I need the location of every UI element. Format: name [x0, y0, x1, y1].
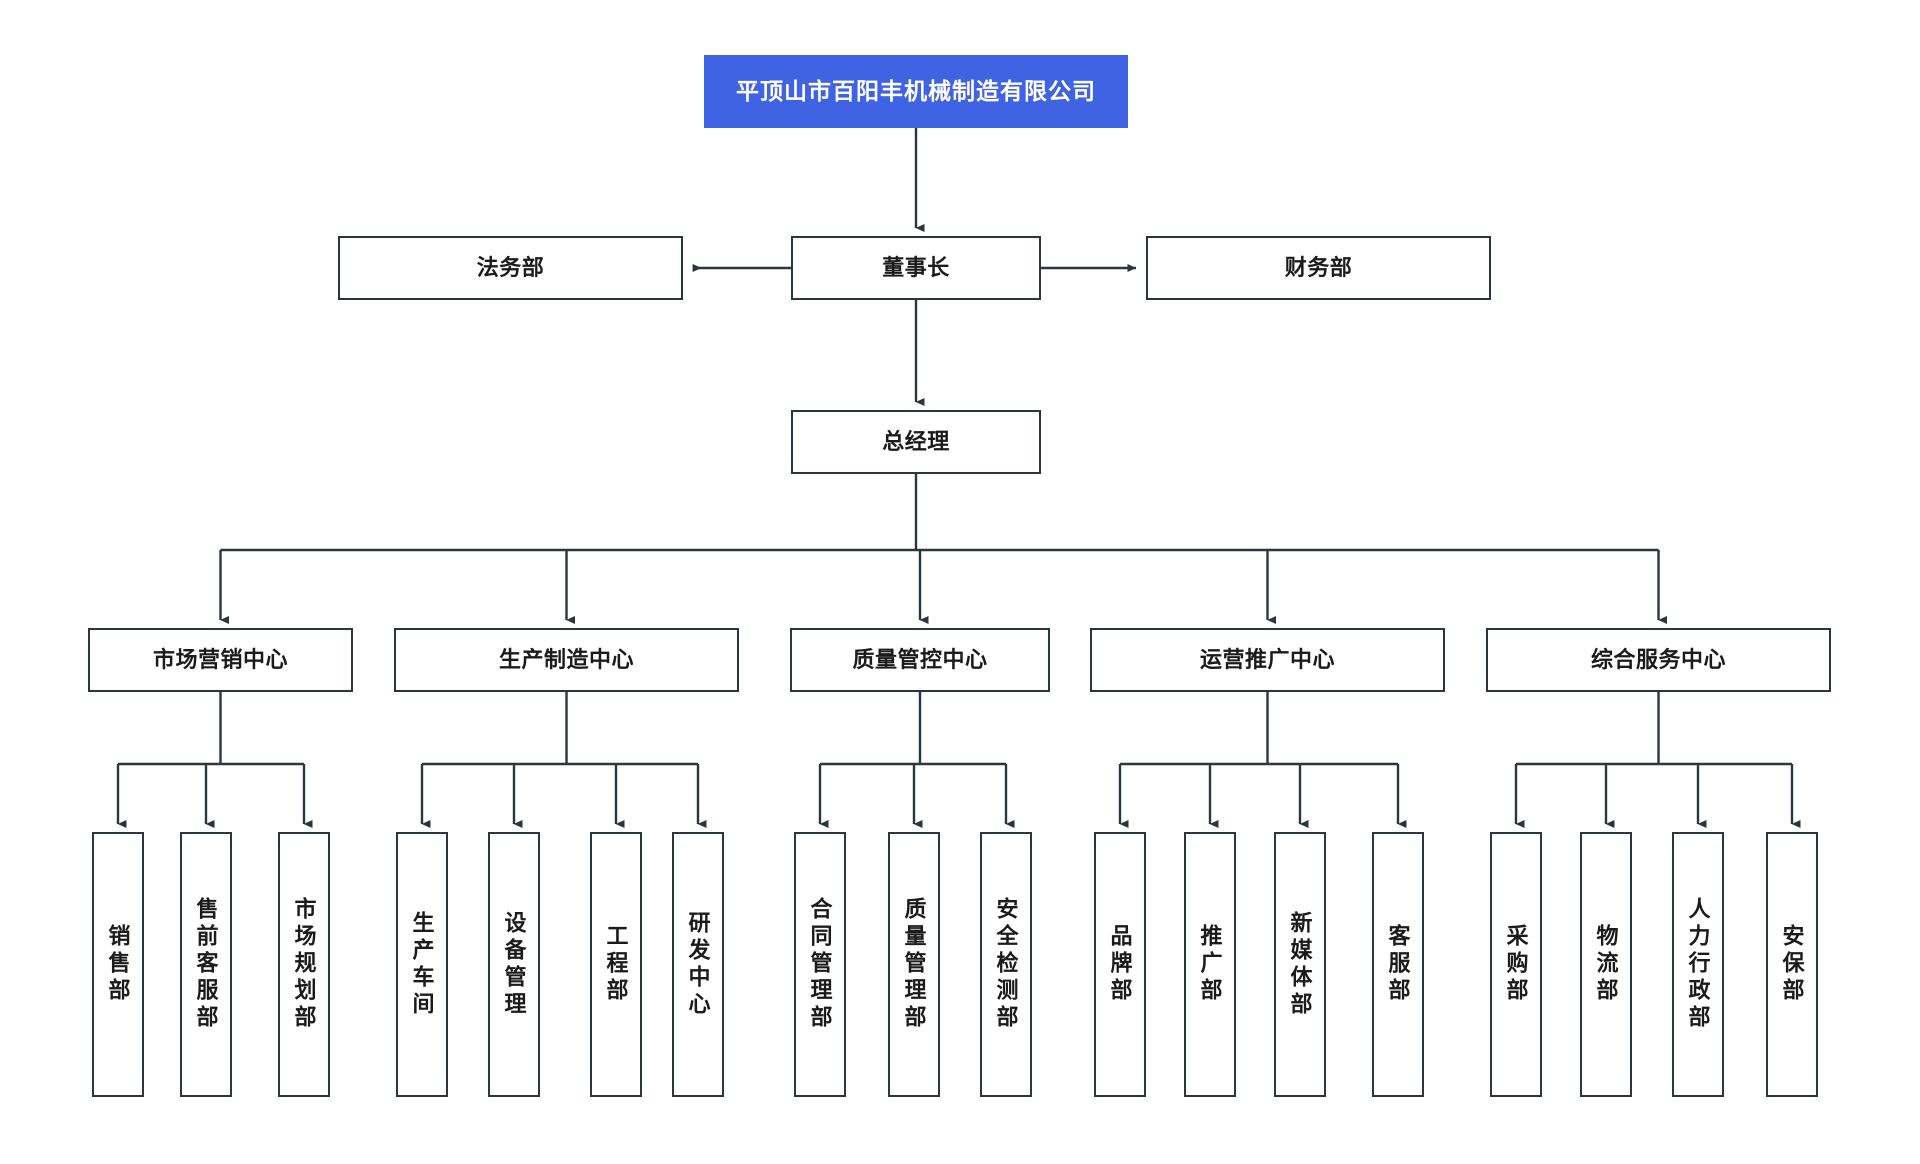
- node-department-5-1[interactable]: 采购部: [1490, 832, 1542, 1097]
- node-label-department: 研发中心: [685, 910, 711, 1019]
- node-department-4-2[interactable]: 推广部: [1184, 832, 1236, 1097]
- node-center-5[interactable]: 综合服务中心: [1486, 628, 1831, 692]
- node-label-legal: 法务部: [476, 255, 545, 281]
- node-department-2-2[interactable]: 设备管理: [488, 832, 540, 1097]
- node-department-4-3[interactable]: 新媒体部: [1274, 832, 1326, 1097]
- node-label-department: 市场规划部: [291, 897, 317, 1032]
- node-label-department: 设备管理: [501, 910, 527, 1019]
- node-label-department: 品牌部: [1107, 924, 1133, 1005]
- node-label-department: 安全检测部: [993, 897, 1019, 1032]
- node-department-5-4[interactable]: 安保部: [1766, 832, 1818, 1097]
- node-department-1-2[interactable]: 售前客服部: [180, 832, 232, 1097]
- node-label-department: 新媒体部: [1287, 910, 1313, 1019]
- node-department-2-3[interactable]: 工程部: [590, 832, 642, 1097]
- node-label-department: 物流部: [1593, 924, 1619, 1005]
- node-label-department: 售前客服部: [193, 897, 219, 1032]
- node-company-root[interactable]: 平顶山市百阳丰机械制造有限公司: [704, 55, 1128, 128]
- node-department-3-3[interactable]: 安全检测部: [980, 832, 1032, 1097]
- node-label-general-manager: 总经理: [882, 429, 950, 455]
- node-chairman[interactable]: 董事长: [791, 236, 1041, 300]
- node-label-company: 平顶山市百阳丰机械制造有限公司: [736, 78, 1096, 105]
- node-department-1-3[interactable]: 市场规划部: [278, 832, 330, 1097]
- node-label-department: 客服部: [1385, 924, 1411, 1005]
- node-label-department: 采购部: [1503, 924, 1529, 1005]
- node-label-department: 生产车间: [409, 910, 435, 1019]
- node-legal-department[interactable]: 法务部: [338, 236, 683, 300]
- node-department-5-3[interactable]: 人力行政部: [1672, 832, 1724, 1097]
- node-label-department: 人力行政部: [1685, 897, 1711, 1032]
- node-finance-department[interactable]: 财务部: [1146, 236, 1491, 300]
- node-center-4[interactable]: 运营推广中心: [1090, 628, 1445, 692]
- node-general-manager[interactable]: 总经理: [791, 410, 1041, 474]
- node-label-center: 市场营销中心: [152, 647, 288, 673]
- node-label-department: 推广部: [1197, 924, 1223, 1005]
- node-label-center: 质量管控中心: [852, 647, 988, 673]
- node-center-1[interactable]: 市场营销中心: [88, 628, 353, 692]
- node-department-4-1[interactable]: 品牌部: [1094, 832, 1146, 1097]
- node-label-finance: 财务部: [1284, 255, 1353, 281]
- node-department-3-2[interactable]: 质量管理部: [888, 832, 940, 1097]
- node-department-1-1[interactable]: 销售部: [92, 832, 144, 1097]
- node-center-3[interactable]: 质量管控中心: [790, 628, 1050, 692]
- node-label-department: 质量管理部: [901, 897, 927, 1032]
- node-label-chairman: 董事长: [882, 255, 950, 281]
- node-department-5-2[interactable]: 物流部: [1580, 832, 1632, 1097]
- node-label-center: 运营推广中心: [1199, 647, 1335, 673]
- node-center-2[interactable]: 生产制造中心: [394, 628, 739, 692]
- node-label-department: 安保部: [1779, 924, 1805, 1005]
- node-label-center: 生产制造中心: [498, 647, 634, 673]
- node-department-2-1[interactable]: 生产车间: [396, 832, 448, 1097]
- node-label-department: 合同管理部: [807, 897, 833, 1032]
- node-label-department: 销售部: [105, 924, 131, 1005]
- node-department-2-4[interactable]: 研发中心: [672, 832, 724, 1097]
- node-department-4-4[interactable]: 客服部: [1372, 832, 1424, 1097]
- node-label-department: 工程部: [603, 924, 629, 1005]
- node-label-center: 综合服务中心: [1590, 647, 1726, 673]
- node-department-3-1[interactable]: 合同管理部: [794, 832, 846, 1097]
